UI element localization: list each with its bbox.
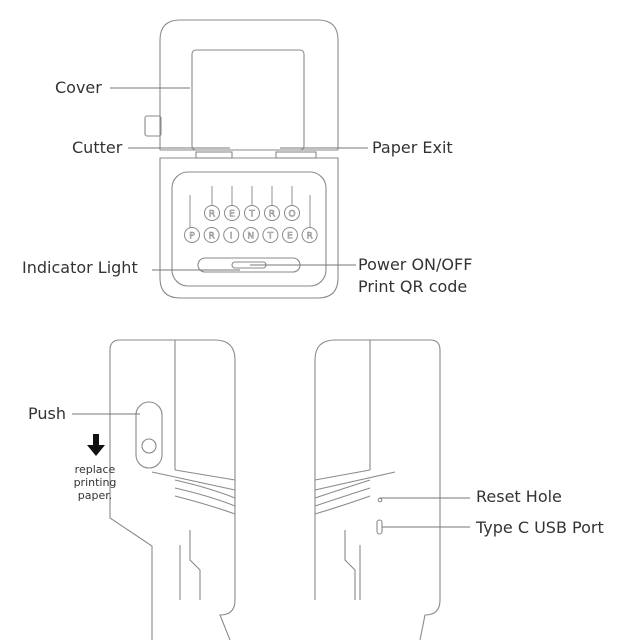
key-letter: I — [230, 232, 233, 242]
key-letter: P — [189, 232, 195, 242]
paper-exit-label: Paper Exit — [372, 138, 453, 157]
key-circle — [284, 205, 300, 221]
key-circle — [242, 227, 259, 243]
replace-line-3: paper. — [77, 489, 113, 502]
key-circle — [204, 205, 220, 221]
key-circle — [262, 227, 279, 243]
base-body — [159, 157, 339, 299]
key-circle — [282, 227, 298, 243]
right-body-outline — [314, 339, 441, 640]
front-view — [144, 19, 339, 299]
push-latch-hole — [141, 438, 157, 454]
replace-paper-note: replace printing paper. — [50, 463, 140, 502]
key-circle — [224, 205, 240, 221]
key-circle — [301, 227, 318, 243]
key-circle — [264, 205, 280, 221]
leader-lines-top — [110, 87, 368, 271]
left-body-outline — [109, 339, 236, 640]
face-panel — [171, 171, 327, 287]
key-letter: T — [267, 232, 274, 242]
key-circle — [244, 205, 260, 221]
key-letter: T — [248, 210, 255, 220]
key-letter: R — [269, 210, 275, 220]
side-view-left — [109, 339, 236, 640]
usb-c-port — [376, 519, 383, 535]
cover-label: Cover — [55, 78, 102, 97]
push-latch — [135, 401, 163, 469]
key-letter: R — [209, 210, 215, 220]
usb-port-label: Type C USB Port — [476, 518, 604, 537]
paper-exit-slot — [275, 151, 317, 159]
key-letter: N — [247, 232, 254, 242]
key-letter: O — [288, 210, 295, 220]
reset-hole-label: Reset Hole — [476, 487, 562, 506]
key-letter: R — [208, 232, 214, 242]
replace-line-1: replace — [74, 463, 116, 476]
side-view-right — [314, 339, 441, 640]
key-letter: E — [229, 210, 235, 220]
power-label: Power ON/OFF — [358, 255, 473, 274]
key-circle — [184, 227, 200, 243]
indicator-light-label: Indicator Light — [22, 258, 138, 277]
cutter-label: Cutter — [72, 138, 123, 157]
replace-line-2: printing — [73, 476, 117, 489]
down-arrow-icon — [87, 434, 105, 456]
key-letter: E — [287, 232, 293, 242]
reset-hole — [377, 497, 383, 503]
cutter-blade — [195, 151, 233, 159]
key-circle — [203, 227, 220, 243]
key-circle — [223, 227, 240, 243]
hinge-knob — [144, 115, 162, 137]
cover-inner-panel — [191, 49, 305, 151]
push-label: Push — [28, 404, 66, 423]
cover-outer — [159, 19, 339, 150]
print-qr-label: Print QR code — [358, 277, 468, 296]
key-letter: R — [306, 232, 312, 242]
leader-lines-bottom-right — [380, 497, 470, 528]
